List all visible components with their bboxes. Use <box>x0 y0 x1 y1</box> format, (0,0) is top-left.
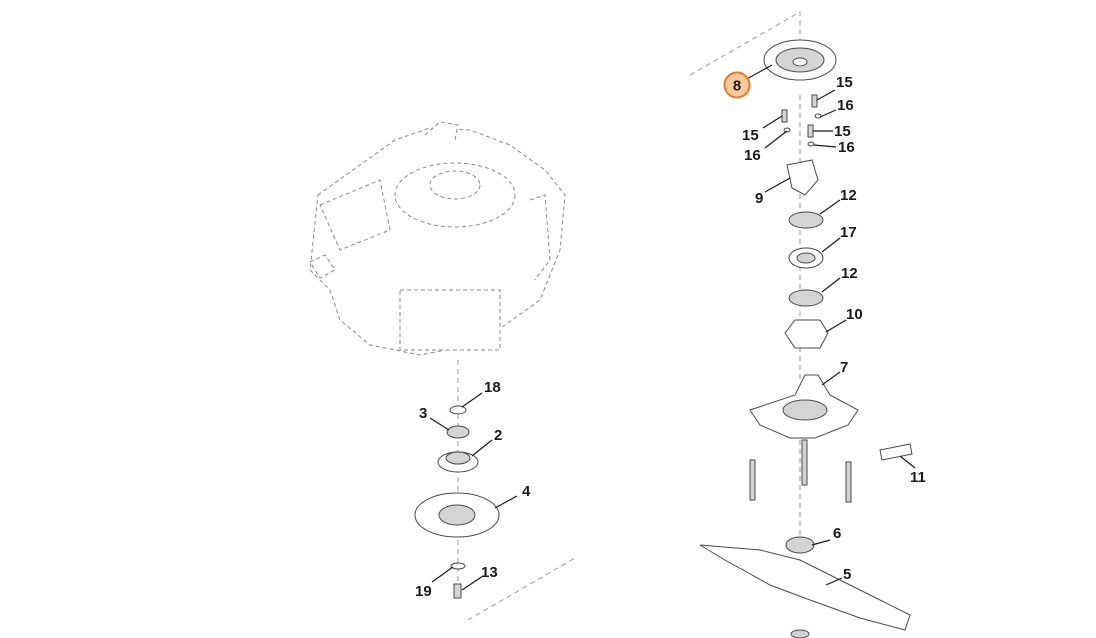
callout-7[interactable]: 7 <box>840 359 848 376</box>
hub-10 <box>784 319 829 349</box>
seal-12b <box>788 289 824 307</box>
callout-9[interactable]: 9 <box>755 190 763 207</box>
drive-parts-right <box>699 39 913 638</box>
callout-15b[interactable]: 15 <box>742 127 759 144</box>
callout-8[interactable]: 8 <box>723 71 751 99</box>
callout-11[interactable]: 11 <box>910 469 926 486</box>
washer-19 <box>450 562 466 570</box>
callout-12a[interactable]: 12 <box>840 187 857 204</box>
callout-15c[interactable]: 15 <box>834 123 851 140</box>
seal-12a <box>788 211 824 229</box>
callout-19[interactable]: 19 <box>415 583 432 600</box>
callout-13[interactable]: 13 <box>481 564 498 581</box>
callout-18[interactable]: 18 <box>484 379 501 396</box>
callout-10[interactable]: 10 <box>846 306 863 323</box>
spring-11 <box>879 443 913 461</box>
bolt-13 <box>453 583 462 599</box>
drive-parts-left <box>414 405 500 599</box>
callout-16a[interactable]: 16 <box>837 97 854 114</box>
callout-2[interactable]: 2 <box>494 427 502 444</box>
callout-5[interactable]: 5 <box>843 566 851 583</box>
engine-outline <box>309 121 566 356</box>
washer-18 <box>449 405 467 415</box>
callout-16b[interactable]: 16 <box>744 147 761 164</box>
callout-15a[interactable]: 15 <box>836 74 853 91</box>
bracket-9 <box>786 159 819 196</box>
callout-17[interactable]: 17 <box>840 224 857 241</box>
callout-16c[interactable]: 16 <box>838 139 855 156</box>
callout-8-label: 8 <box>733 78 741 95</box>
callout-12b[interactable]: 12 <box>841 265 858 282</box>
mower-blade-5 <box>699 544 911 631</box>
bearing-3 <box>446 425 470 439</box>
blade-adapter-6 <box>785 536 815 554</box>
callout-3[interactable]: 3 <box>419 405 427 422</box>
leader-lines <box>429 64 916 591</box>
callout-6[interactable]: 6 <box>833 525 841 542</box>
callout-4[interactable]: 4 <box>522 483 531 500</box>
